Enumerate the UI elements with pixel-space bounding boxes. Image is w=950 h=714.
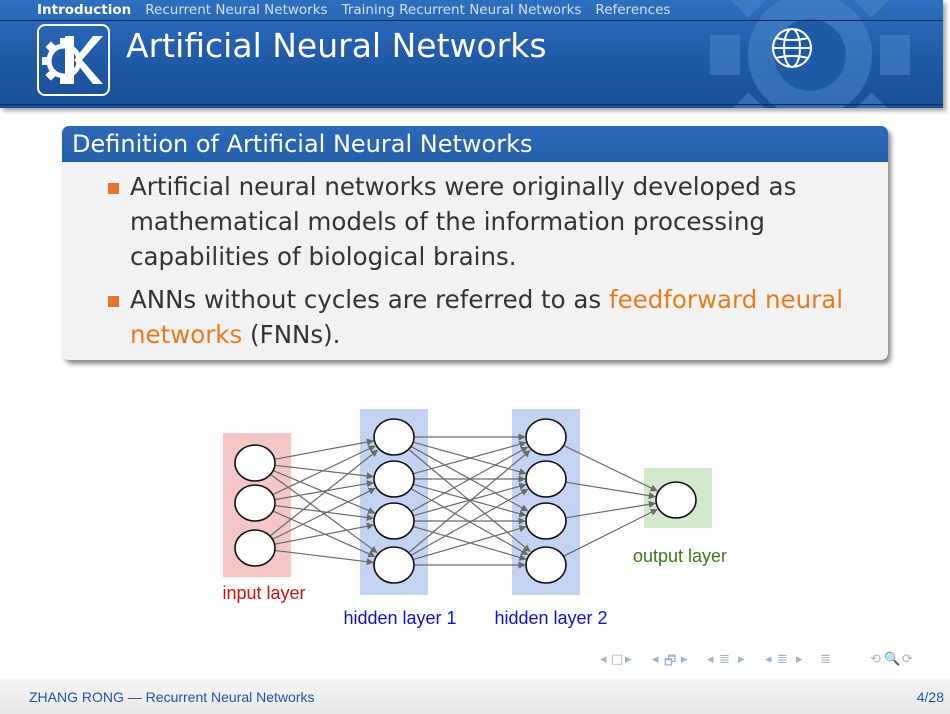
connection-arrow <box>408 450 531 553</box>
connection-arrow <box>413 525 527 561</box>
connection-arrow <box>565 500 656 519</box>
nav-symbol-icon[interactable]: □ <box>611 652 624 667</box>
slide-footer: ZHANG RONG — Recurrent Neural Networks 4… <box>0 679 950 714</box>
neuron-node <box>373 418 415 456</box>
connection-arrow <box>413 440 527 475</box>
neuron-node <box>234 444 276 482</box>
page-number: 4/28 <box>916 689 944 705</box>
nav-symbol-icon[interactable]: ▸ <box>738 652 745 667</box>
connection-arrow <box>274 480 375 501</box>
neuron-node <box>525 418 567 456</box>
bullet-text: Artificial neural networks were original… <box>130 172 797 271</box>
neuron-node <box>655 481 697 519</box>
nav-symbol-icon[interactable]: ⟳ <box>902 652 913 667</box>
nav-item-recurrent-neural-networks[interactable]: Recurrent Neural Networks <box>145 2 328 18</box>
nav-symbol-icon[interactable]: ⟲ <box>870 652 881 667</box>
nav-symbol-icon[interactable]: ≣ <box>719 652 730 667</box>
hidden-layer-2-label: hidden layer 2 <box>494 608 607 628</box>
connection-arrow <box>273 470 376 514</box>
connection-arrow <box>273 510 376 558</box>
connection-arrow <box>274 464 374 480</box>
nav-item-introduction[interactable]: Introduction <box>37 2 132 18</box>
connection-arrow <box>563 508 658 557</box>
bullet-item: Artificial neural networks were original… <box>108 169 868 274</box>
connection-arrow <box>274 438 375 460</box>
header-divider <box>0 104 943 105</box>
nav-item-training-recurrent-neural-networks[interactable]: Training Recurrent Neural Networks <box>341 2 582 18</box>
connection-arrow <box>272 487 376 540</box>
nav-symbol-icon[interactable]: 🔍 <box>884 652 901 667</box>
bullet-text-prefix: ANNs without cycles are referred to as <box>130 285 609 314</box>
connection-arrow <box>270 449 379 536</box>
connection-arrow <box>274 504 374 522</box>
connection-arrow <box>272 445 376 495</box>
hidden-layer-1-label: hidden layer 1 <box>343 608 456 628</box>
nav-symbol-icon[interactable]: ◂ <box>765 652 772 667</box>
section-navigation: Introduction Recurrent Neural Networks T… <box>0 0 943 20</box>
neuron-node <box>525 546 567 584</box>
square-bullet-icon <box>108 183 119 194</box>
neuron-node <box>373 546 415 584</box>
connection-arrow <box>274 522 375 545</box>
slide-title: Artificial Neural Networks <box>126 26 547 65</box>
globe-icon <box>772 28 812 68</box>
neuron-node <box>234 484 276 522</box>
connection-arrow <box>413 482 527 517</box>
nav-item-references[interactable]: References <box>595 2 671 18</box>
connection-arrow <box>274 549 374 566</box>
connection-arrow <box>563 445 658 492</box>
square-bullet-icon <box>108 296 119 307</box>
nav-symbol-icon[interactable]: ◂ <box>652 652 659 667</box>
highlighted-term: feedforward neural networks <box>130 285 844 349</box>
bullet-text-suffix: (FNNs). <box>242 320 341 349</box>
nav-symbol-icon[interactable]: ▸ <box>681 652 688 667</box>
nav-symbol-icon[interactable]: ▸ <box>625 652 632 667</box>
neuron-node <box>525 460 567 498</box>
footer-author-title: ZHANG RONG — Recurrent Neural Networks <box>29 689 315 705</box>
neuron-node <box>373 460 415 498</box>
nav-symbol-icon[interactable]: ◂ <box>707 652 714 667</box>
neuron-node <box>234 529 276 567</box>
nav-divider <box>0 20 943 21</box>
slide-header: Introduction Recurrent Neural Networks T… <box>0 0 943 108</box>
neural-network-diagram: input layer hidden layer 1 hidden layer … <box>222 409 727 628</box>
block-body: Artificial neural networks were original… <box>62 162 888 352</box>
neuron-node <box>373 502 415 540</box>
kde-logo-icon <box>37 24 110 96</box>
nav-symbol-icon[interactable]: 🗗 <box>664 654 677 669</box>
output-layer-label: output layer <box>633 546 727 566</box>
nav-symbol-icon[interactable]: ◂ <box>600 652 607 667</box>
neuron-node <box>525 502 567 540</box>
nav-symbol-icon[interactable]: ≣ <box>777 652 788 667</box>
beamer-navigation-symbols: ◂□▸◂🗗▸◂≣▸◂≣▸≣⟲🔍⟳ <box>600 652 945 672</box>
input-layer-label: input layer <box>222 583 305 603</box>
definition-block: Definition of Artificial Neural Networks… <box>62 126 888 360</box>
block-title: Definition of Artificial Neural Networks <box>62 126 888 162</box>
nav-symbol-icon[interactable]: ▸ <box>796 652 803 667</box>
nav-symbol-icon[interactable]: ≣ <box>820 652 831 667</box>
connection-arrow <box>411 488 529 556</box>
connection-arrow <box>411 446 529 512</box>
bullet-item: ANNs without cycles are referred to as f… <box>108 282 868 352</box>
connection-arrow <box>565 481 656 500</box>
